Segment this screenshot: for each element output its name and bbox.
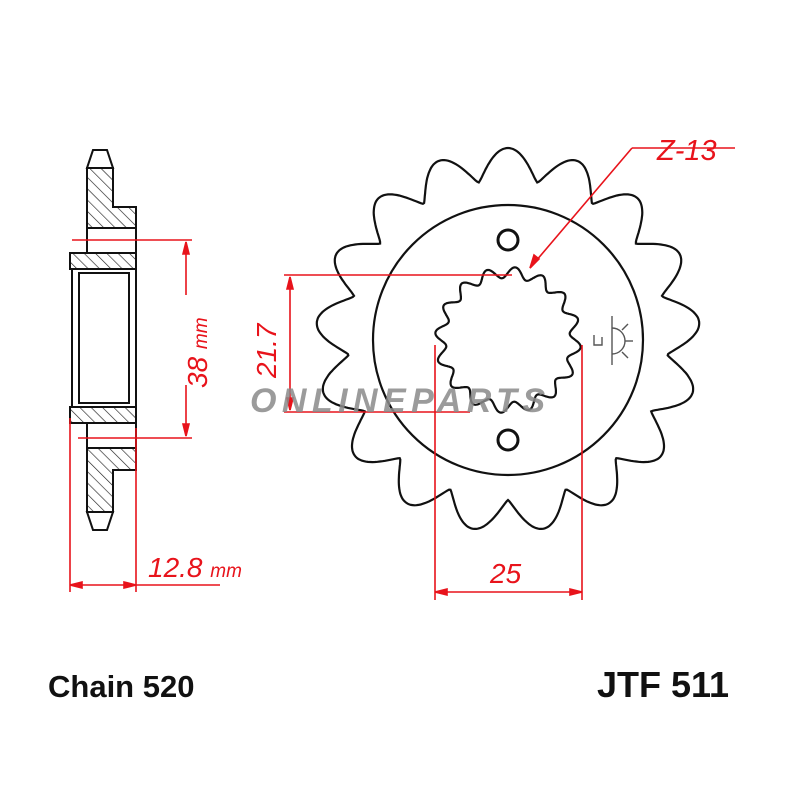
lower-tooth-tip — [85, 511, 115, 531]
side-view — [69, 149, 137, 531]
lower-bolt-hole — [496, 428, 520, 452]
front-dimensions — [284, 147, 735, 600]
side-dimensions — [69, 239, 220, 592]
part-number-label: JTF 511 — [597, 664, 729, 705]
spline-width-label: 25 — [489, 558, 522, 589]
spline-dimension-label: 21.7 — [251, 322, 282, 379]
watermark-logo: ONLINEPARTS — [250, 382, 545, 420]
upper-hatched-section — [86, 167, 137, 229]
width-dimension-label: 12.8 mm — [148, 552, 242, 583]
chain-label: Chain 520 — [48, 669, 194, 704]
spline-bore — [434, 266, 582, 414]
lower-hatched-section — [86, 447, 137, 513]
upper-tooth-tip — [85, 149, 115, 169]
lower-hub-section — [69, 406, 137, 424]
lower-hub-gap — [86, 422, 137, 449]
front-view — [315, 146, 701, 530]
upper-hub-section — [69, 252, 137, 270]
bore — [71, 268, 137, 408]
hub-circle — [371, 203, 645, 477]
teeth-count-label: Z-13 — [656, 135, 717, 167]
direction-symbol-icon — [593, 316, 633, 365]
sprocket-teeth-outline — [315, 146, 701, 530]
upper-bolt-hole — [496, 228, 520, 252]
bore-inner — [78, 272, 130, 404]
bore-dimension-label: 38 mm — [182, 317, 213, 388]
